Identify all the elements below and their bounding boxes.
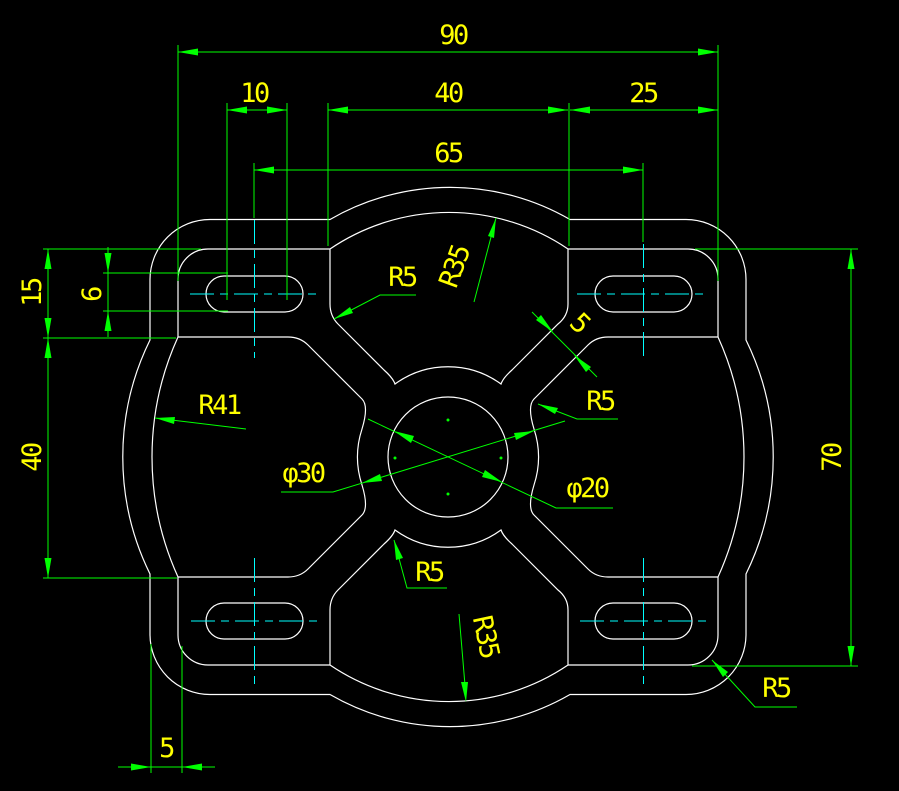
centerlines xyxy=(190,220,707,688)
dimension-text: 90 10 40 25 65 15 6 40 70 5 R41 R5 R35 5… xyxy=(17,20,848,764)
label-r41: R41 xyxy=(198,390,241,421)
window-bottom xyxy=(329,529,569,703)
part-geometry xyxy=(122,186,774,728)
center-bore xyxy=(387,396,509,518)
label-r35-bottom: R35 xyxy=(466,613,505,661)
arrowhead xyxy=(623,166,643,174)
arrowhead xyxy=(44,249,52,269)
dim-slot-span: 65 xyxy=(434,138,463,169)
window-right xyxy=(529,336,745,578)
arrowhead xyxy=(328,106,348,114)
pad-edge-bottom-left xyxy=(177,577,330,666)
leader-lines xyxy=(154,217,797,708)
label-r5-top-left: R5 xyxy=(388,262,417,293)
arrowhead xyxy=(394,540,403,560)
arrowhead xyxy=(254,166,274,174)
leader-dia20 xyxy=(367,418,613,509)
center-dot xyxy=(446,492,450,496)
arrowhead xyxy=(155,417,175,424)
arrowhead xyxy=(104,311,112,331)
dim-rim-thickness: 5 xyxy=(159,733,174,764)
dim-slot-width: 6 xyxy=(77,287,108,302)
outer-contour xyxy=(122,186,774,728)
dim-overall-height: 70 xyxy=(817,443,848,472)
pad-edge-bottom-right xyxy=(568,577,719,666)
arrowhead xyxy=(178,48,198,56)
dim-slot-length: 10 xyxy=(240,78,269,109)
extension-lines xyxy=(43,45,858,773)
label-r5-bottom: R5 xyxy=(415,557,444,588)
arrowhead xyxy=(394,431,414,443)
arrowhead xyxy=(538,404,558,414)
arrowhead xyxy=(44,338,52,358)
arrowheads xyxy=(44,48,855,771)
dim-window-height: 40 xyxy=(17,443,48,472)
arrowhead xyxy=(698,106,718,114)
arrowhead xyxy=(44,318,52,338)
arrowhead xyxy=(131,763,151,771)
leader-r5-bottom-right xyxy=(711,659,797,708)
arrowhead xyxy=(482,470,502,482)
arrowhead xyxy=(574,355,591,372)
center-dot xyxy=(446,418,450,422)
arrowhead xyxy=(44,558,52,578)
arrowhead xyxy=(461,682,468,702)
arrowhead xyxy=(267,106,287,114)
slot-bottom-right xyxy=(594,602,693,640)
arrowhead xyxy=(698,48,718,56)
label-dia30: φ30 xyxy=(282,458,325,489)
leader-r5-top-left xyxy=(333,294,416,320)
arrowhead xyxy=(362,474,382,483)
center-dot xyxy=(499,456,503,460)
dim-edge-offset: 25 xyxy=(629,78,658,109)
center-dot xyxy=(393,456,397,460)
arrowhead xyxy=(104,253,112,273)
slot-top-left xyxy=(205,275,304,313)
slot-bottom-left xyxy=(205,602,304,640)
label-r5-right: R5 xyxy=(586,386,615,417)
arrowhead xyxy=(227,106,247,114)
label-web-width: 5 xyxy=(563,307,596,340)
label-r5-bottom-right: R5 xyxy=(762,673,791,704)
arrowhead xyxy=(847,249,855,269)
dim-pad-height: 15 xyxy=(17,278,48,307)
dim-overall-width: 90 xyxy=(439,20,468,51)
arrowhead xyxy=(548,106,568,114)
arrowhead xyxy=(847,646,855,666)
arrowhead xyxy=(488,218,496,238)
dim-arch-width: 40 xyxy=(434,78,463,109)
center-marks xyxy=(393,418,503,496)
arrowhead xyxy=(514,431,534,440)
window-top xyxy=(329,211,569,385)
window-left xyxy=(151,336,367,578)
label-dia20: φ20 xyxy=(566,473,609,504)
arrowhead xyxy=(182,763,202,771)
arrowhead xyxy=(536,315,553,332)
leader-dia30 xyxy=(281,420,566,493)
label-r35-top: R35 xyxy=(433,241,477,292)
arrowhead xyxy=(334,307,353,319)
slot-top-right xyxy=(594,275,693,313)
arrowhead xyxy=(570,106,590,114)
arrowhead xyxy=(712,660,728,677)
